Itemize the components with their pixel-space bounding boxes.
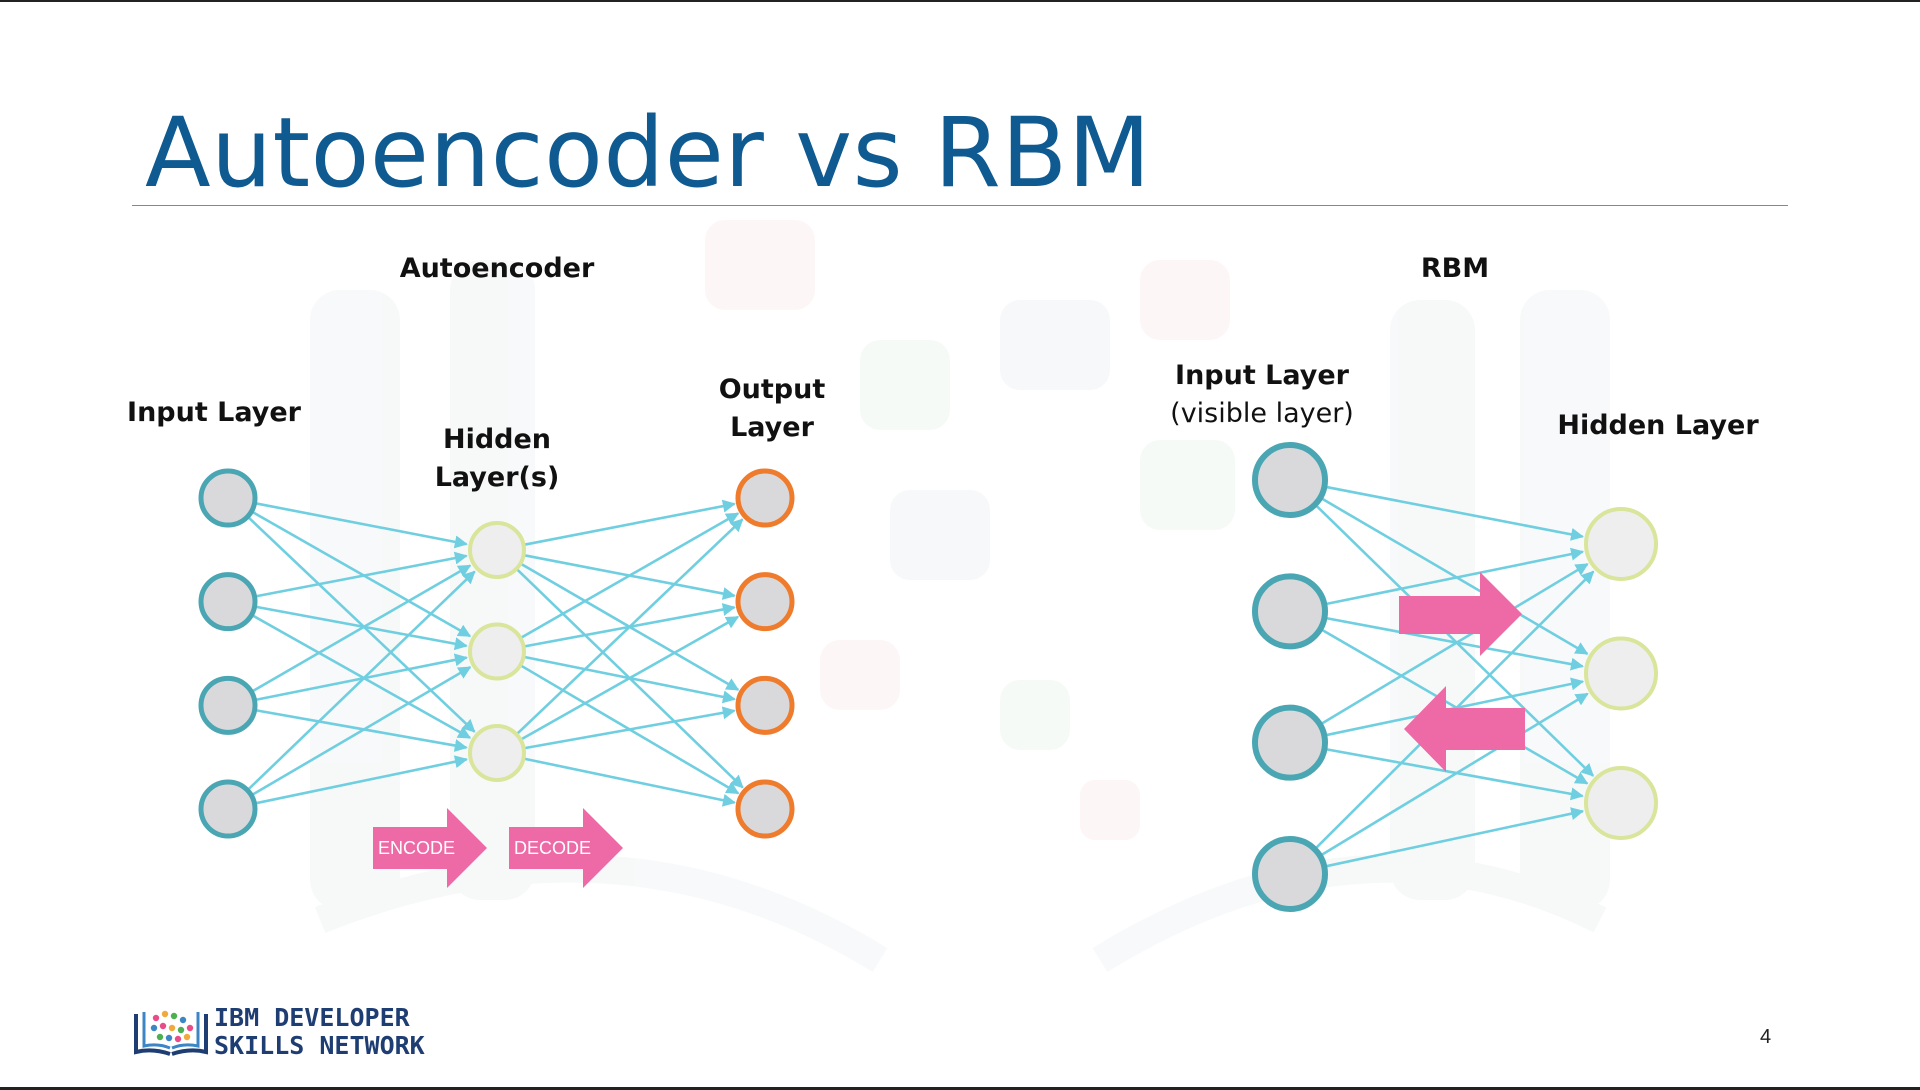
ae-output-layer-label-line1: Output [718, 374, 826, 405]
encode-label: ENCODE [378, 838, 456, 858]
rbm-edge [1320, 562, 1589, 726]
logo-text: IBM DEVELOPER SKILLS NETWORK [214, 1004, 425, 1060]
page-title: Autoencoder vs RBM [145, 97, 1152, 209]
rbm-edge [1314, 504, 1595, 777]
page-number: 4 [1760, 1026, 1772, 1048]
rbm-visible-node [1252, 573, 1328, 650]
rbm-edge [1325, 547, 1585, 606]
ae-output-node [735, 468, 795, 528]
ae-encode-edge [251, 564, 472, 693]
ae-hidden-node [468, 724, 526, 782]
rbm-hidden-node [1584, 636, 1658, 711]
ae-encode-edge [255, 653, 468, 702]
rbm-visible-node [1252, 704, 1328, 781]
ae-encode-edge [255, 605, 468, 651]
rbm-edge [1320, 628, 1589, 785]
rbm-edge [1325, 747, 1584, 801]
ae-hidden-node [468, 622, 526, 681]
ae-encode-edge [247, 516, 476, 733]
frame-bottom-border [0, 1087, 1920, 1090]
decode-label: DECODE [514, 838, 592, 858]
ae-decode-edge [516, 518, 744, 735]
ae-encode-edge [255, 755, 468, 805]
ae-input-node [198, 468, 258, 528]
rbm-visible-layer-label: (visible layer) [1170, 398, 1354, 429]
ae-decode-edge [524, 757, 736, 807]
rbm-hidden-node [1584, 766, 1658, 840]
logo-line1: IBM DEVELOPER [214, 1003, 410, 1032]
ae-decode-edge [524, 706, 736, 750]
logo-line2: SKILLS NETWORK [214, 1031, 425, 1060]
logo-book-icon [134, 1010, 208, 1056]
ibm-developer-logo: IBM DEVELOPER SKILLS NETWORK [132, 1002, 432, 1062]
ae-encode-edge [255, 708, 468, 752]
ae-encode-edge [251, 614, 472, 739]
background-watermark [310, 220, 1610, 972]
rbm-hidden-node [1584, 507, 1658, 581]
rbm-edge [1320, 497, 1589, 655]
autoencoder-heading: Autoencoder [399, 253, 595, 284]
ae-hidden-node [468, 521, 526, 579]
ae-hidden-layer-label-line1: Hidden [442, 424, 552, 455]
ae-input-layer-label: Input Layer [127, 397, 301, 428]
rbm-forward-arrow [1399, 572, 1522, 656]
title-underline [132, 205, 1788, 206]
ae-hidden-layer-label-line2: Layer(s) [434, 462, 560, 493]
ae-input-node [198, 572, 258, 632]
rbm-visible-node [1252, 442, 1328, 518]
ae-output-node [735, 675, 795, 735]
ae-input-node [198, 779, 258, 839]
rbm-visible-node [1252, 836, 1328, 912]
ae-encode-edge [251, 666, 472, 796]
ae-output-layer-label-line2: Layer [730, 412, 814, 443]
ae-decode-edge [524, 499, 736, 546]
rbm-hidden-layer-label: Hidden Layer [1557, 410, 1759, 441]
ae-input-node [198, 675, 258, 735]
rbm-edge [1324, 807, 1585, 868]
autoencoder-nodes [198, 468, 795, 839]
flow-arrows [373, 572, 1525, 888]
ae-decode-edge [520, 512, 740, 639]
ae-encode-edge [251, 510, 472, 638]
rbm-backward-arrow [1404, 686, 1525, 772]
ae-output-node [735, 572, 795, 632]
ae-decode-edge [520, 615, 740, 741]
ae-encode-edge [247, 570, 476, 791]
decode-arrow [509, 808, 623, 888]
frame-top-border [0, 0, 1920, 2]
rbm-nodes [1252, 442, 1658, 912]
ae-encode-edge [255, 502, 468, 549]
ae-output-node [735, 779, 795, 839]
autoencoder-connections [247, 499, 744, 807]
rbm-edge [1320, 692, 1589, 857]
ae-encode-edge [255, 551, 468, 598]
rbm-heading: RBM [1420, 253, 1490, 284]
rbm-edge [1325, 485, 1584, 541]
rbm-edge [1325, 616, 1584, 671]
encode-arrow [373, 808, 487, 888]
rbm-input-layer-label: Input Layer [1175, 360, 1349, 391]
